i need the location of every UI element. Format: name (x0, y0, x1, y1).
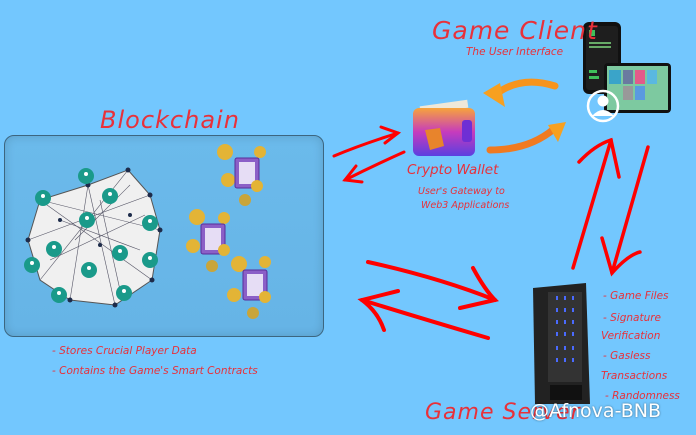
arrow-server-to-client (571, 137, 621, 270)
network-globe-icon (24, 167, 163, 308)
server-bullet: - Gasless (603, 350, 651, 362)
server-bullet: - Signature (603, 312, 662, 324)
smart-contract-icon (217, 144, 266, 206)
server-bullet: Verification (601, 330, 661, 342)
server-rack-icon (533, 283, 590, 404)
smart-contract-icon (227, 256, 271, 319)
user-avatar-icon (586, 89, 620, 123)
server-bullet: - Game Files (603, 290, 669, 302)
arrow-wallet-to-blockchain (342, 150, 406, 184)
game-client-subtitle: The User Interface (466, 46, 564, 58)
crypto-wallet-title: Crypto Wallet (407, 162, 499, 178)
game-client-title: Game Client (432, 16, 598, 45)
arrow-blockchain-to-wallet (332, 125, 402, 158)
server-bullet: Transactions (601, 370, 668, 382)
crypto-wallet-subtitle-line1: User's Gateway to (418, 186, 505, 197)
server-bullet: - Randomness (605, 390, 680, 402)
arrow-wallet-to-client (486, 122, 566, 154)
blockchain-title: Blockchain (100, 106, 240, 134)
blockchain-bullet: - Contains the Game's Smart Contracts (52, 365, 258, 377)
arrow-client-to-wallet (483, 78, 559, 107)
blockchain-bullet: - Stores Crucial Player Data (52, 345, 197, 357)
arrow-blockchain-to-server (366, 260, 499, 310)
arrow-client-to-server (600, 145, 650, 277)
smart-contract-icon (186, 209, 230, 272)
arrow-server-to-blockchain (357, 289, 490, 340)
crypto-wallet-subtitle-line2: Web3 Applications (421, 200, 510, 211)
metamask-wallet-icon (413, 99, 475, 156)
watermark: @Afnova-BNB (530, 400, 662, 422)
tablet-icon (604, 63, 671, 113)
game-server-title: Game Server (425, 400, 581, 425)
